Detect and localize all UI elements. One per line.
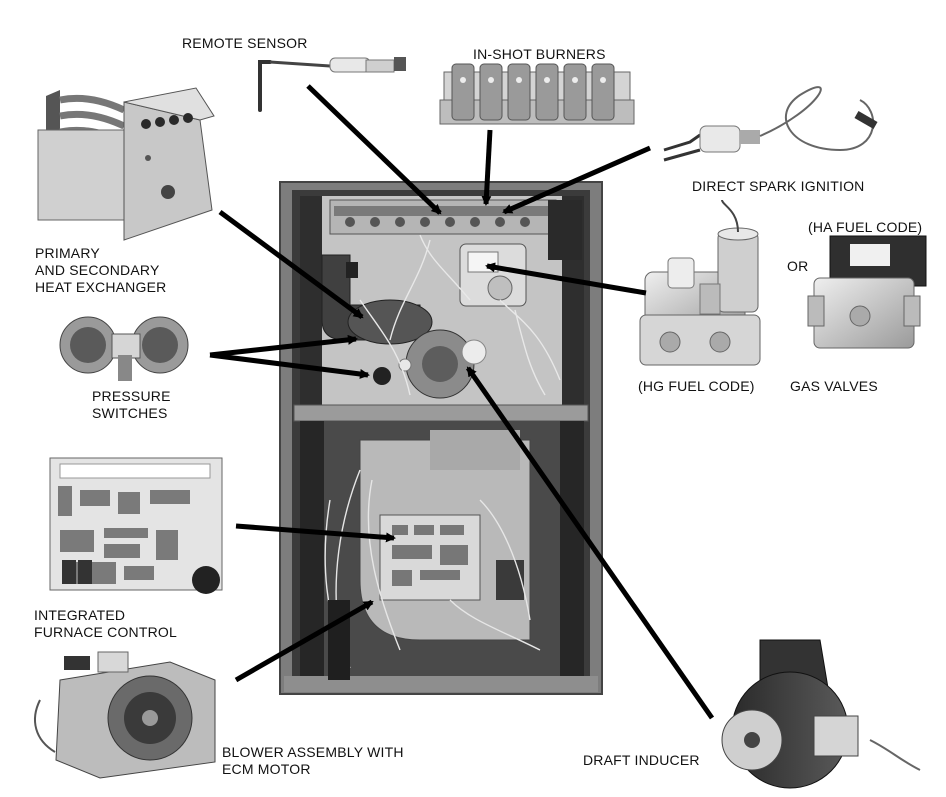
blower-assembly-image <box>34 651 216 779</box>
ha-fuel-code-label: (HA FUEL CODE) <box>808 219 923 235</box>
wiring-upper <box>359 234 561 396</box>
arrow-draft-inducer <box>465 366 715 720</box>
arrow-furnace-control <box>235 523 396 543</box>
installed-blower <box>359 430 531 641</box>
flue-pipe <box>321 254 433 345</box>
gas-valve-ha-image <box>807 235 927 349</box>
gas-valves-label: GAS VALVES <box>790 378 878 394</box>
pressure-switches-label-1: PRESSURE <box>92 388 171 404</box>
pointer-arrows <box>209 84 715 720</box>
furnace-control-label-2: FURNACE CONTROL <box>34 624 178 640</box>
remote-sensor-image <box>258 57 406 112</box>
draft-inducer-label: DRAFT INDUCER <box>583 752 700 768</box>
pressure-switches-image <box>59 316 189 381</box>
heat-exchanger-image <box>37 87 215 241</box>
arrow-gas-valve <box>485 262 647 296</box>
heat-exchanger-label-1: PRIMARY <box>35 245 100 261</box>
heat-exchanger-label-3: HEAT EXCHANGER <box>35 279 167 295</box>
pressure-switches-label-2: SWITCHES <box>92 405 168 421</box>
blower-label-2: ECM MOTOR <box>222 761 311 777</box>
draft-inducer-image <box>721 639 921 789</box>
or-label: OR <box>787 258 809 274</box>
installed-gas-valve <box>459 243 527 307</box>
gas-valve-hg-image <box>639 199 761 366</box>
direct-spark-ignition-image <box>663 86 878 162</box>
arrow-direct-spark <box>502 145 652 215</box>
arrow-blower <box>234 599 374 683</box>
direct-spark-ignition-label: DIRECT SPARK IGNITION <box>692 178 865 194</box>
arrow-heat-exchanger <box>218 209 364 320</box>
remote-sensor-label: REMOTE SENSOR <box>182 35 308 51</box>
heat-exchanger-label-2: AND SECONDARY <box>35 262 160 278</box>
arrow-in-shot-burners <box>481 129 493 206</box>
furnace-control-label-1: INTEGRATED <box>34 607 126 623</box>
in-shot-burners-label: IN-SHOT BURNERS <box>473 46 606 62</box>
in-shot-burners-image <box>439 63 635 125</box>
hg-fuel-code-label: (HG FUEL CODE) <box>638 378 755 394</box>
arrow-pressure-switch-2 <box>209 352 370 379</box>
arrow-pressure-switch-1 <box>209 334 358 358</box>
furnace-control-image <box>49 457 223 594</box>
blower-label-1: BLOWER ASSEMBLY WITH <box>222 744 404 760</box>
gas-pipe <box>328 600 350 680</box>
arrow-remote-sensor <box>306 84 442 215</box>
